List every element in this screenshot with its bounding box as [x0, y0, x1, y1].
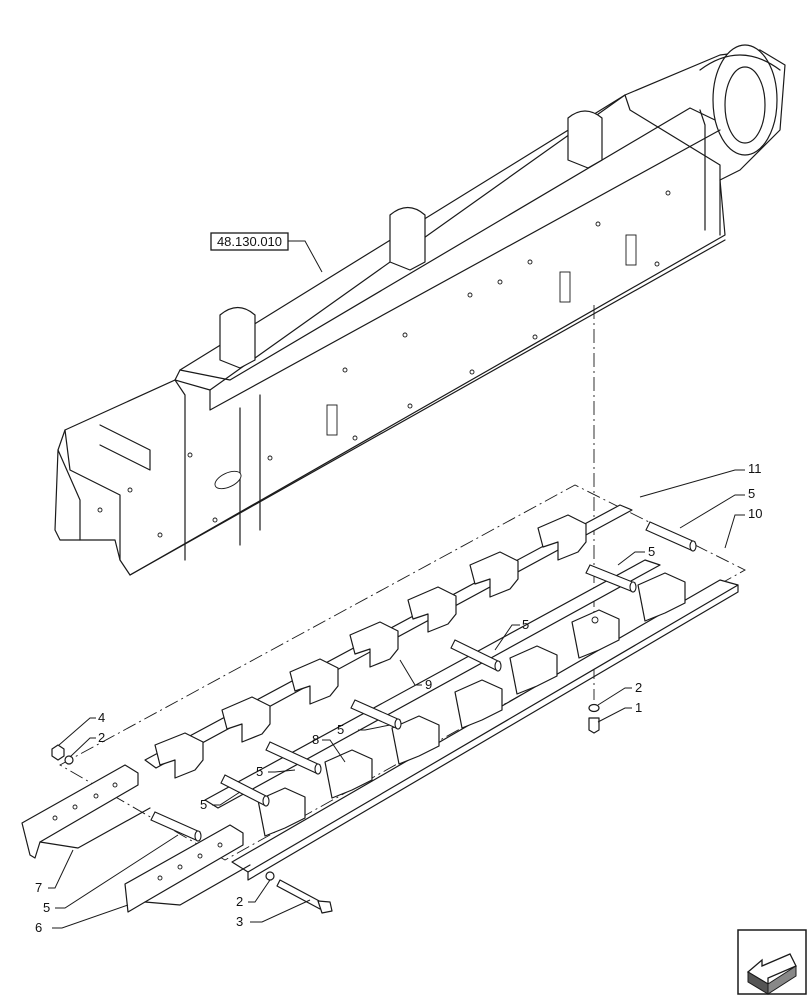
callout-4: 4 — [98, 710, 105, 725]
callout-11: 11 — [748, 461, 762, 476]
callout-5: 5 — [648, 544, 655, 559]
callout-2: 2 — [635, 680, 642, 695]
callout-6: 6 — [35, 920, 42, 935]
previous-page-arrow-icon[interactable] — [737, 929, 807, 995]
callout-5: 5 — [43, 900, 50, 915]
callout-8: 8 — [312, 732, 319, 747]
reference-box[interactable]: 48.130.010 — [210, 232, 323, 273]
callout-9: 9 — [425, 677, 432, 692]
callout-5: 5 — [522, 617, 529, 632]
guard-assembly — [21, 484, 746, 914]
callout-2: 2 — [236, 894, 243, 909]
callout-labels: 11 5 10 5 5 9 2 1 4 2 8 5 5 — [35, 461, 762, 935]
callout-10: 10 — [748, 506, 762, 521]
callout-5: 5 — [337, 722, 344, 737]
callout-5: 5 — [748, 486, 755, 501]
reference-label: 48.130.010 — [217, 234, 282, 249]
callout-5: 5 — [256, 764, 263, 779]
track-frame — [54, 44, 786, 576]
callout-2: 2 — [98, 730, 105, 745]
callout-7: 7 — [35, 880, 42, 895]
callout-1: 1 — [635, 700, 642, 715]
callout-5: 5 — [200, 797, 207, 812]
callout-3: 3 — [236, 914, 243, 929]
